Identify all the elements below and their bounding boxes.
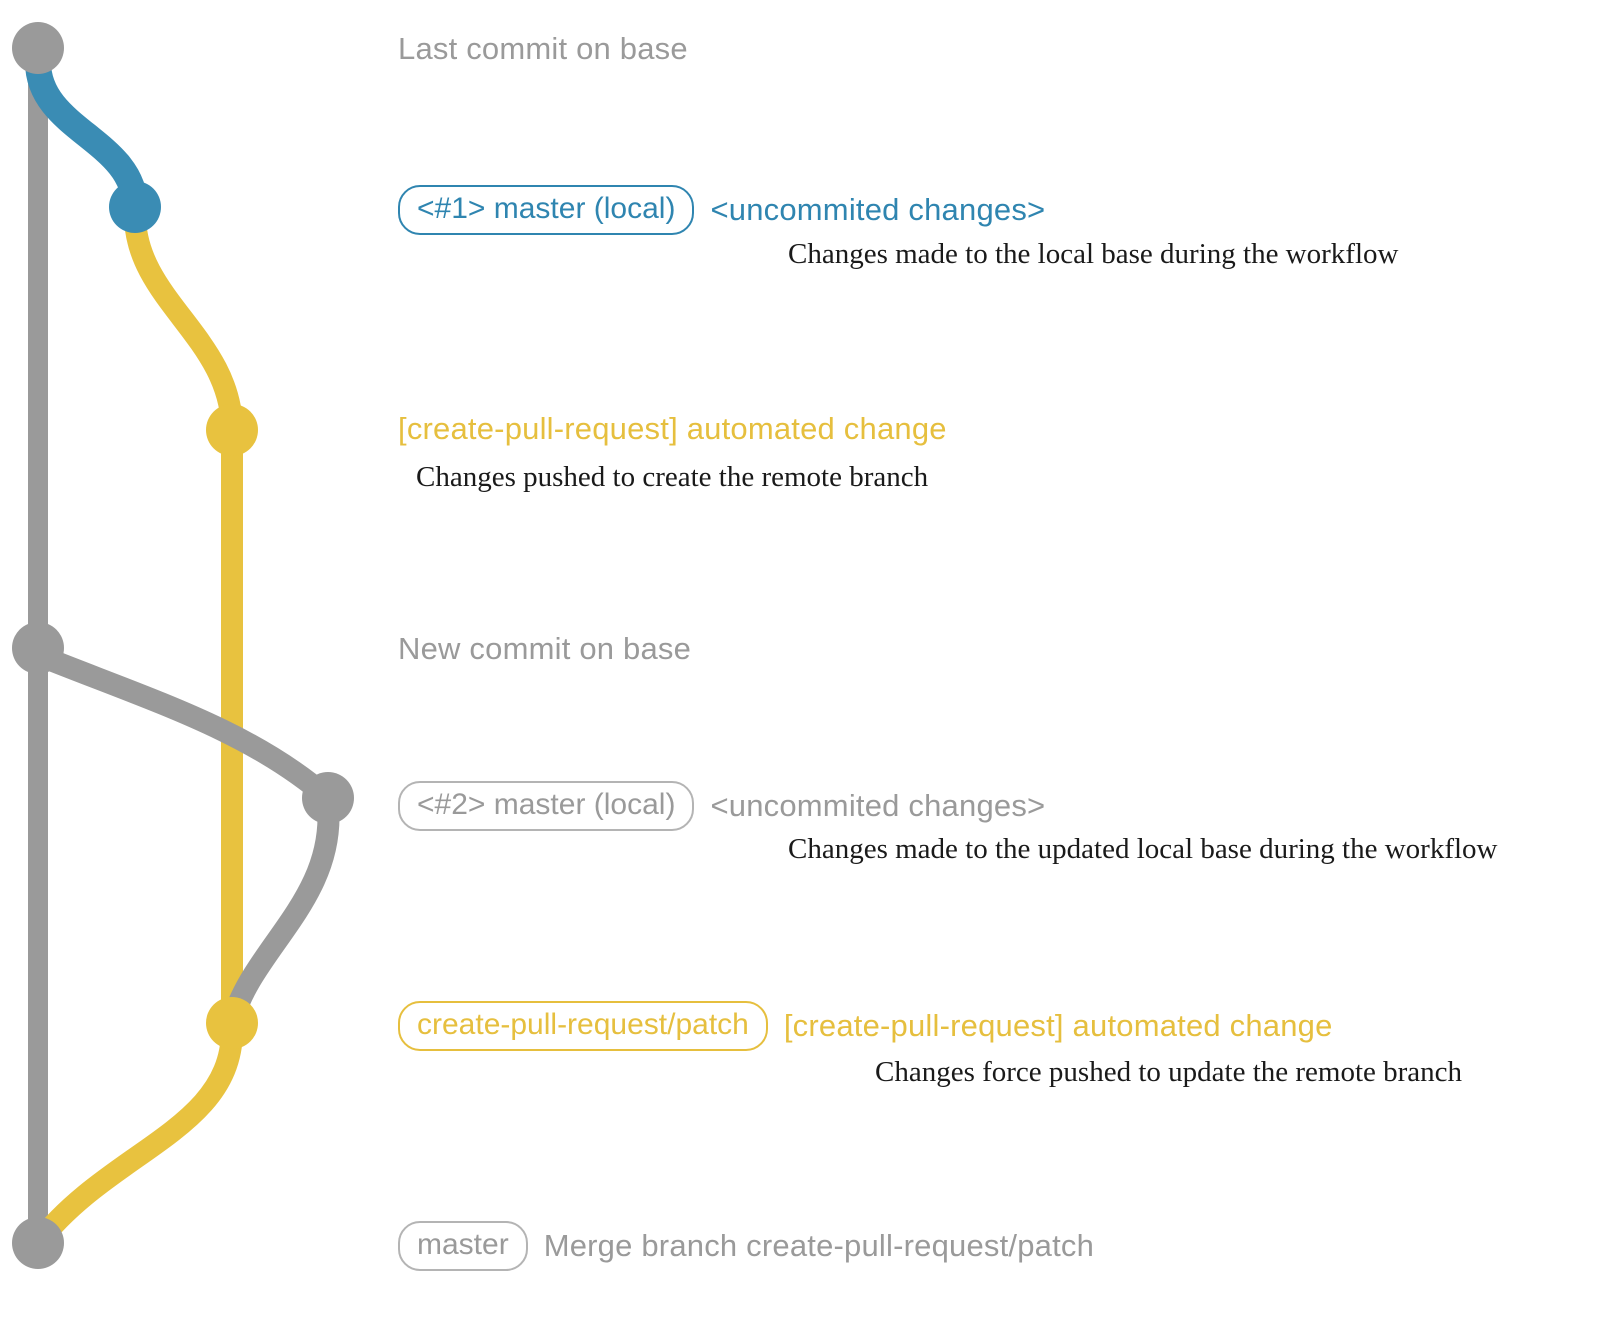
commit-subject-new-commit-on-base: New commit on base (398, 631, 692, 666)
commit-node-local-1[interactable] (109, 181, 161, 233)
commit-description-automated-change-1: Changes pushed to create the remote bran… (416, 461, 929, 493)
commit-node-merge-master[interactable] (12, 1217, 64, 1269)
commit-row-local-1: <#1> master (local) <uncommited changes> (398, 185, 1045, 235)
commit-subject-automated-change-2: [create-pull-request] automated change (783, 1008, 1333, 1043)
commit-row-last-commit-on-base: Last commit on base (398, 31, 688, 67)
branch-badge-local-1[interactable]: <#1> master (local) (398, 185, 695, 235)
edge-local-1-to-patch-1 (124, 204, 243, 441)
commit-row-new-commit-on-base: New commit on base (398, 631, 691, 667)
commit-description-automated-change-2: Changes force pushed to update the remot… (875, 1056, 1463, 1088)
edge-patch-2-to-merge (27, 1019, 243, 1254)
branch-badge-master[interactable]: master (398, 1221, 528, 1271)
commit-subject-local-1: <uncommited changes> (710, 192, 1046, 227)
commit-subject-merge: Merge branch create-pull-request/patch (543, 1228, 1095, 1263)
commit-description-local-2: Changes made to the updated local base d… (788, 833, 1498, 865)
commit-row-automated-change-2: create-pull-request/patch [create-pull-r… (398, 1001, 1333, 1051)
commit-node-patch-1[interactable] (206, 404, 258, 456)
commit-row-automated-change-1: [create-pull-request] automated change (398, 411, 947, 447)
commit-subject-local-2: <uncommited changes> (710, 788, 1046, 823)
edge-base-new-to-local-2 (27, 644, 339, 809)
commit-row-merge: master Merge branch create-pull-request/… (398, 1221, 1094, 1271)
commit-node-base-new[interactable] (12, 622, 64, 674)
edge-local-2-to-patch-2 (221, 794, 340, 1034)
commit-subject-last-commit-on-base: Last commit on base (398, 31, 688, 66)
commit-description-local-1: Changes made to the local base during th… (788, 238, 1399, 270)
commit-row-local-2: <#2> master (local) <uncommited changes> (398, 781, 1045, 831)
commit-node-local-2[interactable] (302, 772, 354, 824)
commit-node-patch-2[interactable] (206, 997, 258, 1049)
branch-badge-create-pull-request-patch[interactable]: create-pull-request/patch (398, 1001, 768, 1051)
commit-subject-automated-change-1: [create-pull-request] automated change (398, 411, 947, 446)
commit-node-base-top[interactable] (12, 22, 64, 74)
branch-badge-local-2[interactable]: <#2> master (local) (398, 781, 695, 831)
